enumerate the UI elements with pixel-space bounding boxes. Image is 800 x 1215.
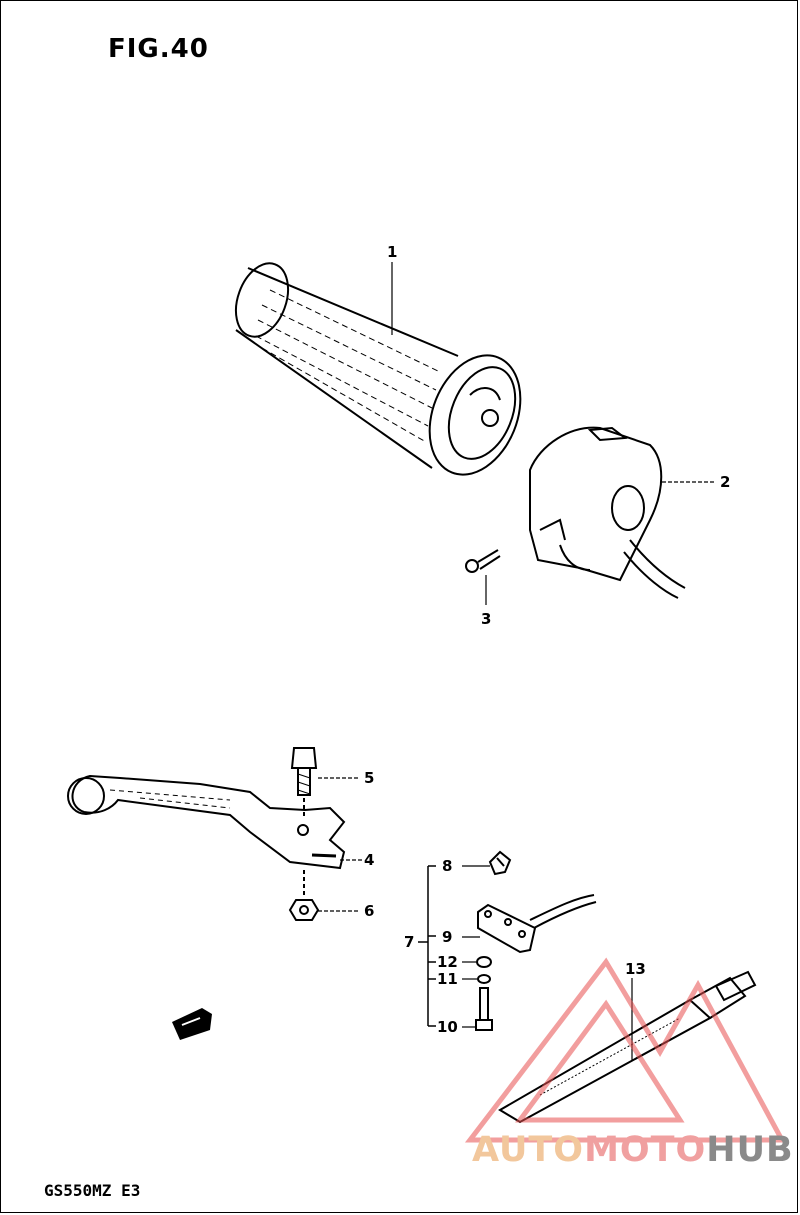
watermark-logo-text: AUTOMOTOHUB <box>472 1130 794 1170</box>
figure-title: FIG.40 <box>108 34 209 64</box>
callout-11: 11 <box>437 970 458 988</box>
callout-10: 10 <box>437 1018 458 1036</box>
callout-5: 5 <box>364 769 375 787</box>
grip-part <box>234 262 522 476</box>
watermark-part-auto: AUTO <box>472 1130 585 1170</box>
forward-arrow-mark <box>172 1008 212 1040</box>
callout-6: 6 <box>364 902 375 920</box>
screw-part-3 <box>465 549 501 573</box>
callout-7: 7 <box>404 933 415 951</box>
callout-1: 1 <box>387 243 398 261</box>
lever-part <box>67 774 346 870</box>
callout-4: 4 <box>364 851 375 869</box>
switch-assembly-part-7 <box>418 850 597 1031</box>
watermark-part-moto: MOTO <box>584 1130 707 1170</box>
callout-12: 12 <box>437 953 458 971</box>
callout-9: 9 <box>442 928 453 946</box>
watermark-part-hub: HUB <box>706 1130 794 1170</box>
callout-3: 3 <box>481 610 492 628</box>
switch-housing-part <box>529 426 686 599</box>
callout-8: 8 <box>442 857 453 875</box>
model-code: GS550MZ E3 <box>44 1181 141 1200</box>
callout-2: 2 <box>720 473 731 491</box>
nut-part-6 <box>288 870 320 921</box>
callout-13: 13 <box>625 960 646 978</box>
watermark-logo-graphic <box>464 957 787 1143</box>
bolt-part-5 <box>290 747 318 818</box>
